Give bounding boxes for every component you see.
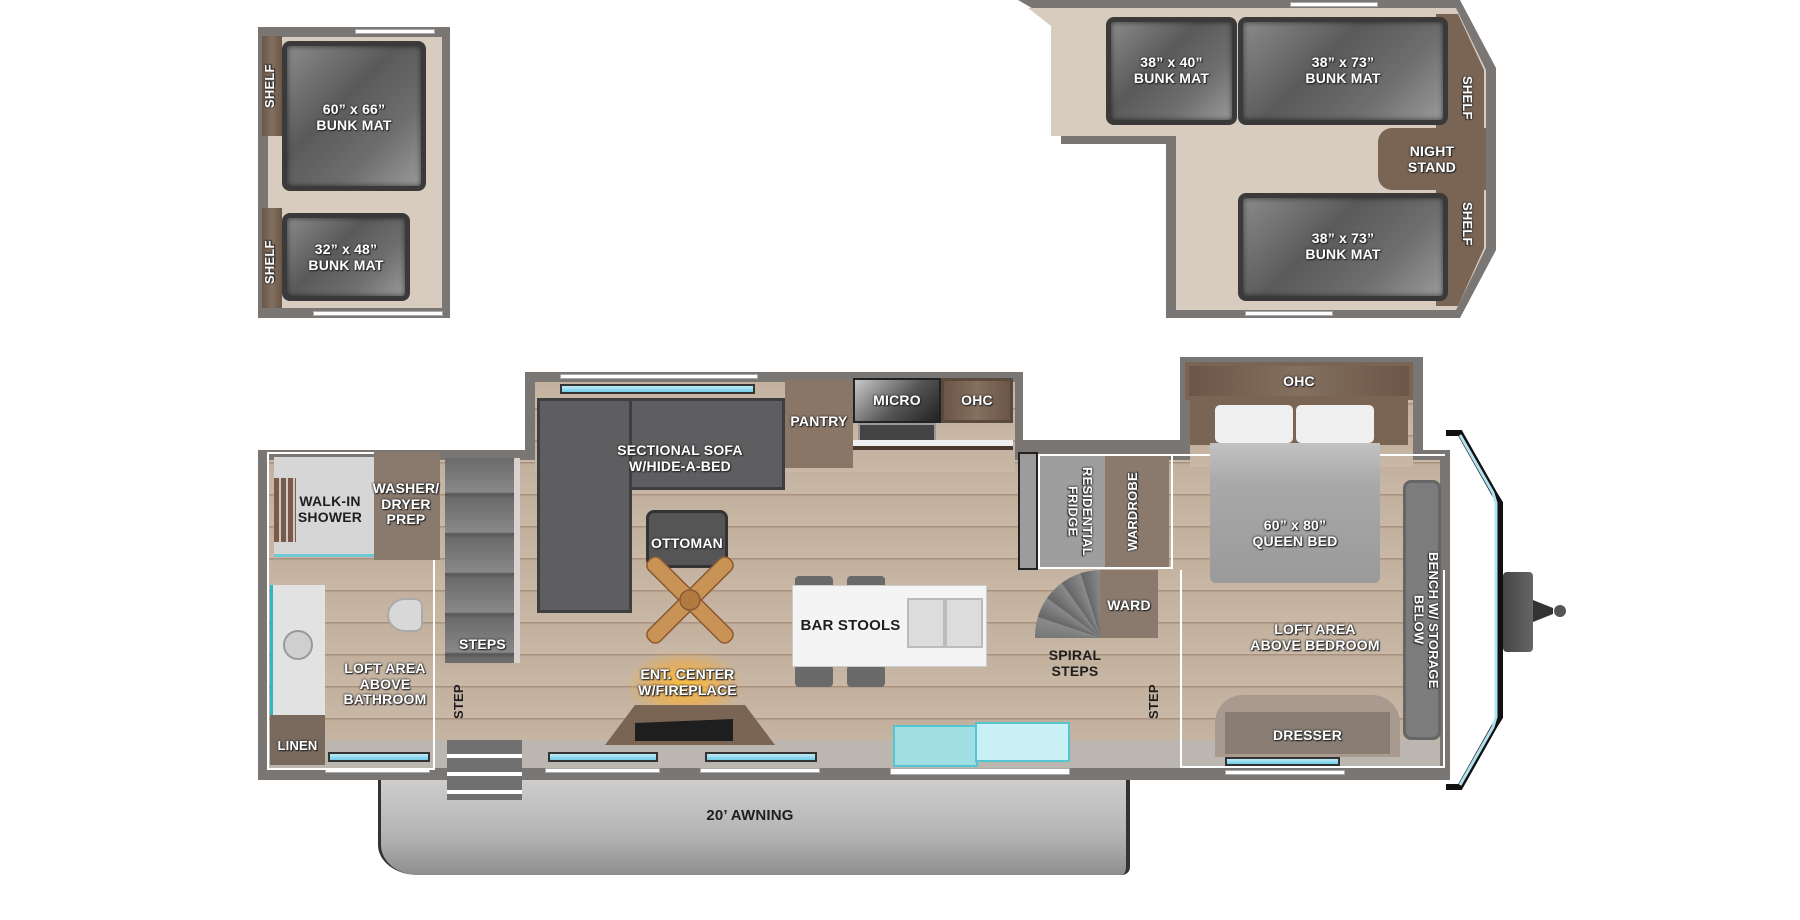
dresser-top bbox=[1225, 712, 1390, 754]
bunk-mat-size: 38” x 73” bbox=[1311, 54, 1375, 70]
ohc-bedroom-label: OHC bbox=[1283, 373, 1315, 389]
pantry-cabinet bbox=[1018, 452, 1038, 570]
awning-label: 20’ AWNING bbox=[706, 807, 794, 824]
bar-stool bbox=[795, 665, 833, 687]
steps-label: STEPS bbox=[459, 636, 506, 652]
linen-label: LINEN bbox=[277, 738, 318, 753]
ohc-bedroom bbox=[1185, 362, 1413, 400]
entry-steps bbox=[447, 740, 522, 800]
pantry bbox=[785, 380, 853, 468]
window-bar bbox=[545, 768, 660, 773]
bunk-mat-38x73 bbox=[1238, 193, 1448, 301]
micro-label: MICRO bbox=[873, 392, 921, 408]
sink-icon bbox=[945, 598, 983, 648]
bunk-mat-38x40 bbox=[1106, 17, 1237, 125]
night-stand bbox=[1378, 128, 1486, 190]
window bbox=[328, 752, 430, 762]
step-label: STEP bbox=[451, 684, 466, 720]
bunk-mat-label: BUNK MAT bbox=[1305, 246, 1381, 262]
queen-bed-label: 60” x 80” QUEEN BED bbox=[1252, 517, 1338, 549]
linen-closet bbox=[270, 715, 325, 765]
window bbox=[1225, 757, 1340, 766]
bunk-mat-label: BUNK MAT bbox=[1133, 70, 1210, 86]
fridge-wardrobe-outline bbox=[1038, 454, 1173, 569]
hitch-coupler-icon bbox=[1533, 596, 1573, 626]
shelf-label: SHELF bbox=[1460, 76, 1475, 120]
microwave bbox=[853, 378, 941, 423]
ohc-kitchen-label: OHC bbox=[961, 392, 993, 408]
spiral-steps-label: SPIRAL STEPS bbox=[1048, 647, 1102, 679]
bunk-mat-size: 38” x 73” bbox=[1311, 230, 1375, 246]
slide-gap bbox=[1023, 372, 1180, 450]
bench bbox=[1403, 480, 1441, 740]
hitch-box bbox=[1503, 572, 1533, 652]
shelf bbox=[262, 36, 282, 136]
sink-icon bbox=[907, 598, 945, 648]
window bbox=[560, 384, 755, 394]
toilet-icon bbox=[387, 598, 423, 632]
shower-bench bbox=[274, 478, 296, 542]
ward bbox=[1100, 570, 1158, 638]
shelf-label: SHELF bbox=[262, 240, 277, 284]
bunk-mat-60x66 bbox=[282, 41, 426, 191]
window-bar bbox=[355, 29, 435, 34]
front-cap bbox=[1440, 425, 1550, 795]
sink-icon bbox=[283, 630, 313, 660]
washer-dryer bbox=[374, 452, 440, 560]
pillow bbox=[1215, 405, 1293, 443]
shelf-label: SHELF bbox=[262, 64, 277, 108]
bar-stools-label: BAR STOOLS bbox=[800, 617, 901, 634]
night-stand-label: NIGHT STAND bbox=[1407, 143, 1457, 175]
window-bar bbox=[700, 768, 820, 773]
bunk-mat-size: 60” x 66” bbox=[322, 101, 386, 117]
bunk-mat-size: 32” x 48” bbox=[314, 241, 378, 257]
wardrobe-label: WARDROBE bbox=[1125, 472, 1140, 552]
pillow bbox=[1296, 405, 1374, 443]
counter bbox=[853, 440, 1013, 450]
sectional-sofa-label: SECTIONAL SOFA W/HIDE-A-BED bbox=[617, 442, 743, 474]
bunk-mat-38x73 bbox=[1238, 17, 1448, 125]
ceiling-fan-icon bbox=[635, 545, 745, 655]
ent-center-label: ENT. CENTER W/FIREPLACE bbox=[638, 666, 737, 698]
window-bar bbox=[890, 768, 1070, 775]
window-bar bbox=[1290, 2, 1378, 7]
window-bar bbox=[313, 311, 443, 316]
window-bar bbox=[1245, 311, 1333, 316]
bar-stool bbox=[847, 665, 885, 687]
entry-door-glass bbox=[975, 722, 1070, 762]
wardrobe bbox=[1105, 456, 1169, 567]
ohc-kitchen bbox=[941, 378, 1013, 423]
bench-label: BENCH W/ STORAGE BELOW bbox=[1411, 551, 1441, 689]
window bbox=[705, 752, 817, 762]
shelf-label: SHELF bbox=[1460, 202, 1475, 246]
loft-bathroom-label: LOFT AREA ABOVE BATHROOM bbox=[343, 660, 427, 708]
window-bar bbox=[1225, 770, 1345, 775]
ottoman-label: OTTOMAN bbox=[651, 535, 723, 551]
bathroom-outline bbox=[267, 452, 435, 770]
bunk-mat-label: BUNK MAT bbox=[316, 117, 392, 133]
washer-dryer-label: WASHER/ DRYER PREP bbox=[372, 480, 440, 528]
sectional-sofa-chaise bbox=[537, 398, 632, 613]
entry-door-glass bbox=[893, 725, 978, 767]
queen-bed bbox=[1210, 443, 1380, 583]
bunk-mat-size: 38” x 40” bbox=[1140, 54, 1203, 70]
loft-bedroom-label: LOFT AREA ABOVE BEDROOM bbox=[1250, 621, 1380, 653]
pantry-label: PANTRY bbox=[790, 413, 848, 429]
bunk-mat-label: BUNK MAT bbox=[1305, 70, 1381, 86]
ward-label: WARD bbox=[1107, 597, 1151, 613]
wall-segment bbox=[1023, 440, 1183, 454]
bedroom-outline bbox=[1180, 570, 1445, 768]
dresser-label: DRESSER bbox=[1272, 727, 1343, 743]
step-label: STEP bbox=[1146, 684, 1161, 720]
ent-center bbox=[605, 705, 775, 745]
bunk-mat-32x48 bbox=[282, 213, 410, 301]
residential-fridge bbox=[1040, 456, 1105, 567]
steps bbox=[445, 458, 520, 663]
residential-fridge-label: RESIDENTIAL FRIDGE bbox=[1065, 466, 1095, 556]
shelf bbox=[262, 208, 282, 308]
walk-in-shower-label: WALK-IN SHOWER bbox=[297, 493, 363, 525]
window bbox=[548, 752, 658, 762]
window-bar bbox=[560, 374, 758, 379]
bunk-mat-label: BUNK MAT bbox=[308, 257, 384, 273]
